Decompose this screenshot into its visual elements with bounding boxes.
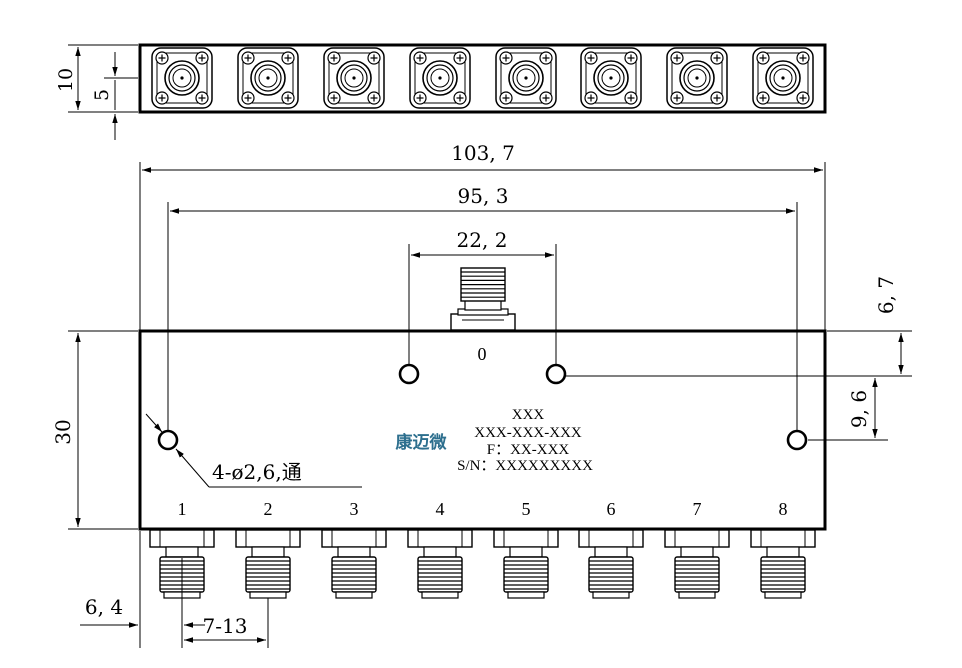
top-view: 10 5 xyxy=(55,43,827,140)
output-connector xyxy=(750,529,816,599)
port-label-6: 6 xyxy=(607,499,616,519)
mounting-hole-right xyxy=(786,429,808,451)
top-view-connector xyxy=(323,47,385,109)
port-label-1: 1 xyxy=(178,499,187,519)
output-connector xyxy=(321,529,387,599)
dim-hole-spacing: 95, 3 xyxy=(458,184,509,208)
overall-dimensions: 103, 7 95, 3 22, 2 xyxy=(139,141,826,440)
port-label-3: 3 xyxy=(350,499,359,519)
port-label-5: 5 xyxy=(522,499,531,519)
label-part-number: XXX-XXX-XXX xyxy=(474,425,582,441)
mounting-hole-top-right xyxy=(545,363,567,385)
dim-first-port-offset: 6, 4 xyxy=(85,595,123,619)
label-model: XXX xyxy=(512,407,545,423)
top-view-connector xyxy=(409,47,471,109)
dim-side-hole-offset: 9, 6 xyxy=(847,390,871,428)
output-connector xyxy=(407,529,473,599)
port-label-4: 4 xyxy=(436,499,445,519)
output-connector xyxy=(664,529,730,599)
top-view-connector xyxy=(666,47,728,109)
hole-callout: 4-ø2,6,通 xyxy=(212,460,302,484)
dim-side-center: 5 xyxy=(91,89,113,101)
dim-body-height: 30 xyxy=(51,419,75,444)
output-connector xyxy=(578,529,644,599)
port-label-2: 2 xyxy=(264,499,273,519)
company-logo: 康迈微 xyxy=(396,432,448,453)
top-view-body xyxy=(138,43,827,114)
input-connector xyxy=(450,267,516,331)
main-view: 30 6, 7 9, 6 4-ø2,6,通 0 XXX XXX-XXX-XXX … xyxy=(51,276,912,648)
dim-top-offset: 6, 7 xyxy=(874,276,898,314)
port-label-8: 8 xyxy=(779,499,788,519)
output-connectors xyxy=(149,529,816,599)
mounting-hole-left xyxy=(157,429,179,451)
label-serial: S/N：XXXXXXXXX xyxy=(457,458,593,474)
top-view-connectors xyxy=(151,47,814,109)
port-label-7: 7 xyxy=(693,499,702,519)
top-view-connector xyxy=(151,47,213,109)
dim-port-pitch: 7-13 xyxy=(203,614,248,638)
output-connector xyxy=(235,529,301,599)
port-label-input: 0 xyxy=(478,344,487,364)
label-frequency: F：XX-XXX xyxy=(487,442,570,458)
main-body xyxy=(138,329,827,531)
output-connector xyxy=(493,529,559,599)
top-view-connector xyxy=(580,47,642,109)
dim-top-hole-spacing: 22, 2 xyxy=(457,228,508,252)
mounting-hole-top-left xyxy=(398,363,420,385)
dim-side-height: 10 xyxy=(55,68,77,92)
output-port-labels: 1 2 3 4 5 6 7 8 xyxy=(178,499,788,519)
top-view-connector xyxy=(752,47,814,109)
top-view-connector xyxy=(237,47,299,109)
dim-overall-length: 103, 7 xyxy=(451,141,515,165)
top-view-connector xyxy=(495,47,557,109)
